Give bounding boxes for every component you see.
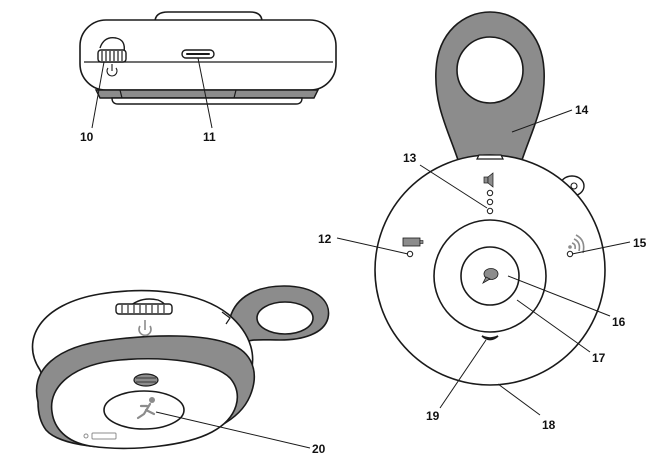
- volume-led-2: [486, 198, 494, 206]
- callout-13: 13: [403, 151, 417, 165]
- callout-line-16: [507, 275, 611, 317]
- volume-led-3: [486, 207, 494, 215]
- callout-18: 18: [542, 418, 556, 432]
- battery-led: [406, 250, 414, 258]
- callout-line-13: [419, 164, 488, 209]
- power-dial-perspective[interactable]: [115, 298, 173, 315]
- callout-19: 19: [426, 409, 440, 423]
- perspective-view: 20: [31, 285, 330, 456]
- speaker-grill: [133, 373, 159, 387]
- speaker-icon: [483, 172, 494, 188]
- top-side-view: 10 11: [79, 11, 337, 144]
- callout-14: 14: [575, 103, 589, 117]
- callout-10: 10: [80, 130, 94, 144]
- power-icon: [138, 320, 152, 337]
- callout-16: 16: [612, 315, 626, 329]
- strap-bottom-side: [94, 89, 320, 99]
- callout-line-17: [516, 299, 591, 353]
- callout-12: 12: [318, 232, 332, 246]
- callout-line-19: [439, 339, 487, 409]
- callout-line-12: [336, 237, 409, 255]
- callout-15: 15: [633, 236, 647, 250]
- power-icon: [106, 64, 118, 77]
- speech-bubble-icon: [482, 268, 499, 285]
- strap-hole: [456, 36, 524, 104]
- callout-17: 17: [592, 351, 606, 365]
- battery-icon: [402, 237, 424, 247]
- walking-person-icon: [136, 397, 156, 420]
- monitor-button[interactable]: [103, 390, 185, 430]
- volume-led-1: [486, 189, 494, 197]
- callout-line-10: [91, 61, 105, 129]
- callout-line-14: [511, 109, 573, 133]
- callout-line-20: [155, 411, 311, 449]
- strap-lobe-hole: [256, 301, 314, 335]
- callout-line-11: [197, 57, 213, 129]
- callout-20: 20: [312, 442, 326, 456]
- callout-11: 11: [203, 130, 216, 144]
- front-view: 14 13 12 15 16 17 18 19: [318, 11, 647, 432]
- brand-mark: [83, 432, 117, 440]
- callout-line-18: [497, 383, 541, 416]
- callout-line-15: [571, 241, 631, 255]
- power-dial[interactable]: [97, 37, 127, 63]
- signal-led: [566, 250, 574, 258]
- microphone-slot: [481, 335, 499, 341]
- signal-waves-icon: [568, 234, 585, 254]
